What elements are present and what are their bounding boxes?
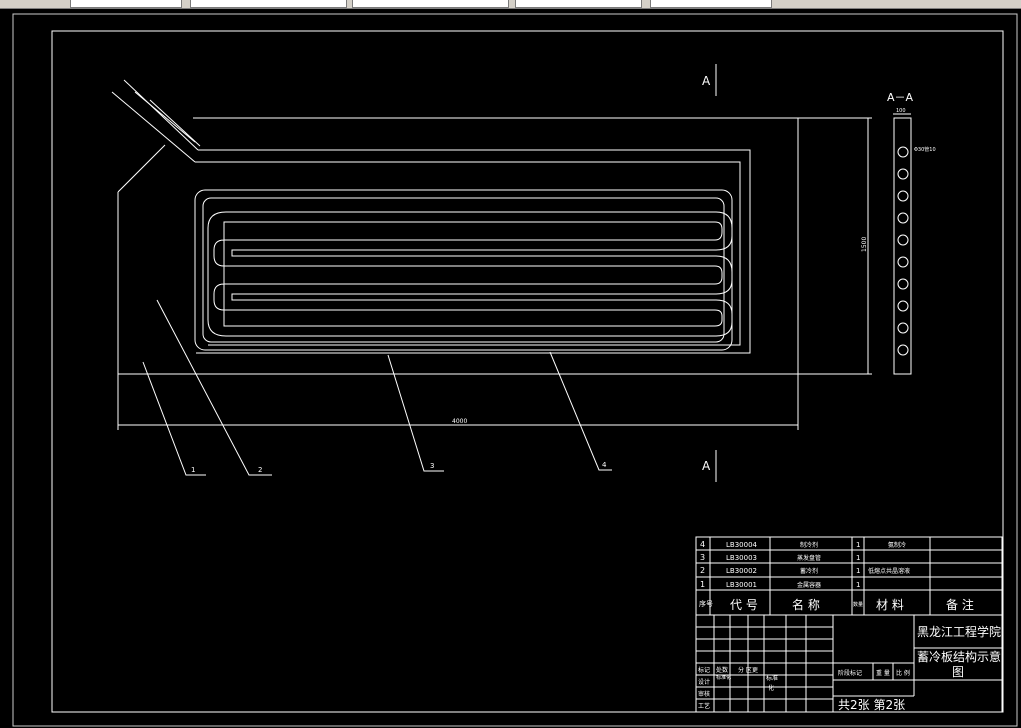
- serpentine-coil: [194, 189, 733, 351]
- tb-label-scale: 比 例: [896, 669, 910, 677]
- drawing-title-line2: 图: [952, 665, 964, 679]
- leader-label-4: 4: [602, 461, 607, 469]
- toolbar-strip: [0, 0, 1021, 9]
- bom-row-2: 2 LB30002 蓄冷剂 1 低熔点共晶溶液: [700, 566, 910, 575]
- bom-cell: 2: [700, 566, 705, 575]
- title-block-grid: [695, 614, 1003, 713]
- dimension-height: [798, 117, 872, 375]
- bom-cell: LB30003: [726, 554, 757, 562]
- tb-label-design: 设计: [698, 678, 710, 686]
- bom-cell: 蓄冷剂: [800, 567, 818, 575]
- section-marker-bottom: A: [702, 459, 711, 473]
- toolbar-field[interactable]: [352, 0, 509, 8]
- tb-label-check: 审核: [698, 690, 710, 698]
- bom-header-cell: 数量: [853, 601, 863, 608]
- bom-row-1: 1 LB30001 金属容器 1: [700, 580, 860, 589]
- dim-length-text: 4000: [452, 418, 467, 425]
- dimension-length: [117, 374, 799, 430]
- bom-header-cell: 材 料: [876, 598, 904, 612]
- bom-header-cell: 名 称: [792, 597, 820, 612]
- bom-header-cell: 序号: [699, 599, 713, 608]
- bom-cell: 低熔点共晶溶液: [868, 567, 910, 575]
- bom-cell: 3: [700, 553, 705, 562]
- bom-cell: 1: [700, 580, 705, 589]
- tube-sections: [897, 146, 909, 356]
- bom-cell: 制冷剂: [800, 541, 818, 549]
- tb-label-zone: 分 区: [738, 666, 752, 674]
- bom-cell: LB30001: [726, 581, 757, 589]
- bom-cell: 金属容器: [797, 581, 821, 589]
- section-width-dim: 100: [896, 108, 906, 114]
- bom-cell: 1: [856, 581, 860, 589]
- section-view-title: A－A: [887, 91, 914, 104]
- school-name: 黑龙江工程学院: [917, 624, 1001, 639]
- leader-label-2: 2: [258, 466, 262, 474]
- sheet-info: 共2张 第2张: [838, 698, 905, 712]
- bom-cell: LB30004: [726, 541, 758, 549]
- bom-cell: LB30002: [726, 567, 757, 575]
- tb-label-weight: 重 量: [876, 669, 890, 677]
- bom-header-cell: 代 号: [730, 598, 758, 612]
- section-view-body: [893, 117, 912, 375]
- inlet-pipes: [111, 79, 751, 354]
- toolbar-field[interactable]: [515, 0, 642, 8]
- outer-frame: [12, 13, 1018, 727]
- bom-cell: 4: [700, 540, 705, 549]
- bom-header: 序号 代 号 名 称 数量 材 料 备 注: [699, 597, 974, 612]
- bom-cell: 1: [856, 554, 860, 562]
- inner-frame: [51, 30, 1004, 713]
- bom-cell: 1: [856, 567, 860, 575]
- toolbar-field[interactable]: [70, 0, 182, 8]
- bom-cell: 氨制冷: [888, 541, 906, 549]
- leader-label-3: 3: [430, 462, 434, 470]
- section-marker-top: A: [702, 74, 711, 88]
- bom-row-4: 4 LB30004 制冷剂 1 氨制冷: [700, 540, 906, 549]
- toolbar-field[interactable]: [190, 0, 347, 8]
- bom-row-3: 3 LB30003 蒸发盘管 1: [700, 553, 860, 562]
- dim-height-text: 1500: [861, 237, 868, 252]
- bom-cell: 蒸发盘管: [797, 554, 821, 562]
- toolbar-field[interactable]: [650, 0, 772, 8]
- tb-label-stage: 阶段标记: [838, 669, 862, 677]
- tb-label-std2: 标准: [766, 674, 778, 682]
- bom-cell: 1: [856, 541, 860, 549]
- leader-lines: [142, 299, 612, 476]
- tb-label-std: 标准化: [716, 674, 731, 681]
- tube-note: Φ30管10: [914, 146, 936, 153]
- bom-header-cell: 备 注: [946, 597, 974, 612]
- leader-label-1: 1: [191, 466, 195, 474]
- tb-label-std3: 化: [768, 684, 774, 692]
- tb-label-process: 工艺: [698, 702, 710, 710]
- tb-label-mark: 标记: [698, 666, 710, 674]
- tb-label-count: 处数: [716, 666, 728, 674]
- tb-label-doc: 更: [752, 667, 758, 674]
- drawing-title-line1: 蓄冷板结构示意: [917, 649, 1001, 664]
- cad-drawing-canvas[interactable]: 1 2 3 4 4000 1500 A A A－A 100 Φ30管10: [0, 8, 1021, 728]
